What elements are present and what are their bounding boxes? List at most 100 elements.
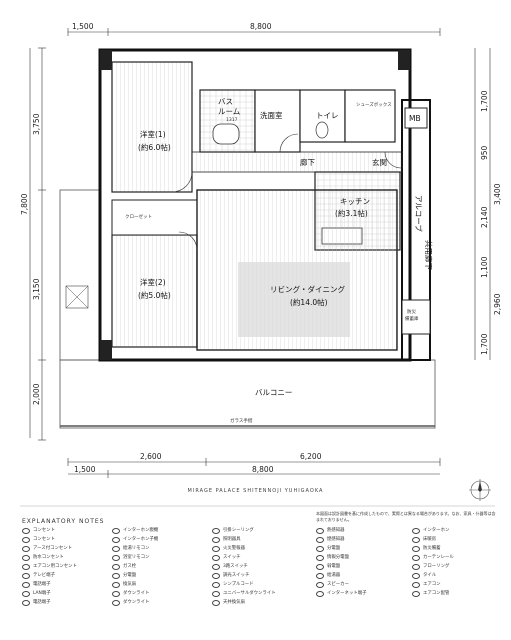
legend-item: エアコン用コンセント [22, 562, 77, 571]
mb-box [404, 107, 428, 129]
switch-icon [212, 563, 220, 570]
legend-item: 換気扇 [112, 580, 158, 589]
remote-icon [112, 545, 120, 552]
storage-room [401, 299, 431, 335]
legend-column-4: 熱感知器 煙感知器 分電盤 情報分電盤 弱電盤 給湯器 スピーカー インターネッ… [316, 526, 367, 598]
legend-column-1: コンセント コンセント アース付コンセント 防水コンセント エアコン用コンセント… [22, 526, 77, 607]
mb-label: MB [409, 114, 421, 123]
dim-right-2: 950 [480, 145, 489, 160]
corridor-label: 共用廊下 [424, 240, 434, 270]
legend-item: シンプルコード [212, 580, 276, 589]
legend-item: ダウンライト [112, 598, 158, 607]
legend-column-3: 引掛シーリング 照明器具 火災警報器 スイッチ 3路スイッチ 調光スイッチ シン… [212, 526, 276, 607]
floor-heating-area [238, 262, 350, 337]
notes-title: EXPLANATORY NOTES [22, 518, 105, 525]
top-dimension-line: 1,500 8,800 [67, 22, 441, 36]
legend-item: スイッチ [212, 553, 276, 562]
panel-icon [112, 572, 120, 579]
western1-size: (約6.0帖) [138, 142, 171, 152]
panel-icon [316, 554, 324, 561]
western2-label: 洋室(2) [140, 277, 166, 287]
legend-item: テレビ端子 [22, 571, 77, 580]
emergency-hatch [65, 285, 89, 309]
heater-icon [316, 572, 324, 579]
legend-item: 煙感知器 [316, 535, 367, 544]
dim-right-3: 3,400 [493, 183, 502, 205]
rail-icon [412, 554, 420, 561]
storage-icon [412, 545, 420, 552]
shoe-box [344, 89, 396, 143]
glass-fence-label: ガラス手摺 [230, 417, 253, 424]
closet-label: クローゼット [125, 213, 152, 220]
washroom-label: 洗面室 [260, 110, 283, 120]
floor-icon [412, 563, 420, 570]
legend-item: 情報分電盤 [316, 553, 367, 562]
intercom-icon [112, 536, 120, 543]
sensor-icon [316, 536, 324, 543]
outlet-icon [22, 536, 30, 543]
legend-item: 防水コンセント [22, 553, 77, 562]
legend-item: インターホン子機 [112, 535, 158, 544]
legend-item: 3路スイッチ [212, 562, 276, 571]
balcony-label: バルコニー [255, 388, 292, 397]
legend-item: 防災備蓄 [412, 544, 454, 553]
phone-icon [22, 599, 30, 606]
building-caption: MIRAGE PALACE SHITENNOJI YUHIGAOKA [187, 488, 324, 494]
outlet-icon [22, 554, 30, 561]
outlet-icon [22, 545, 30, 552]
lan-icon [22, 590, 30, 597]
legend-item: 分電盤 [316, 544, 367, 553]
exterior-walls [98, 48, 431, 362]
living-size: (約14.0帖) [290, 297, 328, 307]
phone-icon [22, 581, 30, 588]
legend-item: アース付コンセント [22, 544, 77, 553]
fan-icon [212, 599, 220, 606]
dim-bottom-1: 1,500 [74, 465, 96, 474]
legend-item: インターネット端子 [316, 589, 367, 598]
legend-item: エアコン [412, 580, 454, 589]
legend-item: 給湯器 [316, 571, 367, 580]
legend-item: 電話端子 [22, 580, 77, 589]
balcony-area [59, 189, 436, 429]
legend-item: コンセント [22, 535, 77, 544]
legend-item: LAN端子 [22, 589, 77, 598]
legend-item: 浴室リモコン [112, 553, 158, 562]
switch-icon [212, 572, 220, 579]
light-icon [112, 590, 120, 597]
disclaimer: 本図面は設計図書を基に作成したもので、実際とは異なる場合があります。なお、家具・… [316, 511, 496, 522]
bathtub [212, 123, 240, 145]
outlet-icon [22, 527, 30, 534]
light-icon [112, 599, 120, 606]
washroom [254, 89, 301, 153]
legend-item: ユニバーサルダウンライト [212, 589, 276, 598]
cord-icon [212, 581, 220, 588]
bath-label-2: ルーム [218, 107, 240, 116]
legend-item: インターホン [412, 526, 454, 535]
legend-item: ダウンライト [112, 589, 158, 598]
bath-size: 1317 [226, 117, 238, 123]
alcove-label: アルコーブ [414, 195, 424, 232]
outlet-icon [22, 563, 30, 570]
speaker-icon [316, 581, 324, 588]
doors [171, 133, 402, 251]
tile-icon [412, 572, 420, 579]
left-dimension-lines: 3,750 7,800 3,150 2,000 [20, 47, 46, 441]
dim-left-1: 3,750 [32, 113, 41, 135]
bottom-dimension-lines: 2,600 6,200 1,500 8,800 [67, 452, 441, 478]
dim-top-1: 1,500 [72, 22, 94, 31]
remote-icon [112, 554, 120, 561]
dim-left-4: 2,000 [32, 383, 41, 405]
sensor-icon [316, 527, 324, 534]
toilet-label: トイレ [316, 111, 339, 120]
legend-item: フローリング [412, 562, 454, 571]
western-room-2 [111, 234, 198, 348]
tv-icon [22, 572, 30, 579]
panel-icon [316, 545, 324, 552]
legend-item: カーテンレール [412, 553, 454, 562]
legend-item: 調光スイッチ [212, 571, 276, 580]
aircon-icon [412, 581, 420, 588]
legend-item: 電話端子 [22, 598, 77, 607]
dim-right-7: 1,700 [480, 333, 489, 355]
floor-heat-icon [412, 536, 420, 543]
light-icon [212, 590, 220, 597]
